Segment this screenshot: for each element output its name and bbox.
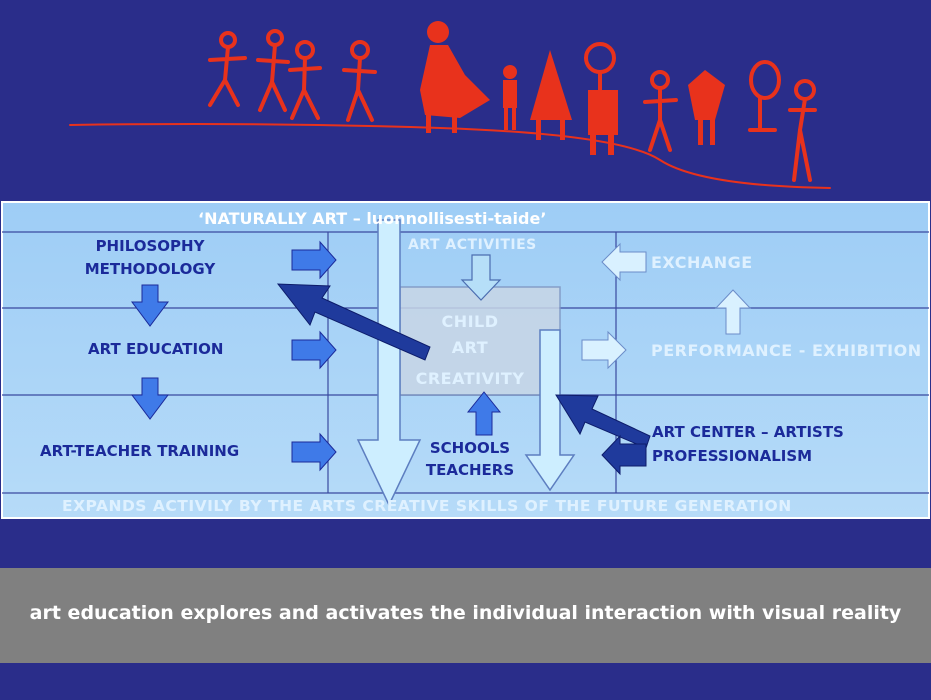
- child-label: CHILD: [441, 312, 499, 331]
- caption-band: [0, 568, 931, 663]
- professionalism-label: PROFESSIONALISM: [652, 447, 813, 465]
- teachers-label: TEACHERS: [425, 461, 515, 479]
- diagram-title: ‘NATURALLY ART – luonnollisesti-taide’: [198, 209, 547, 228]
- art-label: ART: [451, 338, 489, 357]
- art-teacher-training-label: ART-TEACHER TRAINING: [40, 442, 240, 460]
- art-center-artists-label: ART CENTER – ARTISTS: [652, 423, 844, 441]
- art-education-label: ART EDUCATION: [88, 340, 224, 358]
- diagram-footer: EXPANDS ACTIVILY BY THE ARTS CREATIVE SK…: [62, 497, 792, 515]
- caption-text: art education explores and activates the…: [29, 602, 902, 624]
- naturally-art-diagram: [1, 201, 930, 519]
- children-drawing-figures: [69, 21, 831, 189]
- art-activities-label: ART ACTIVITIES: [408, 237, 537, 253]
- philosophy-label: PHILOSOPHY: [95, 237, 205, 255]
- creativity-label: CREATIVITY: [415, 369, 525, 388]
- performance-exhibition-label: PERFORMANCE - EXHIBITION: [651, 341, 922, 360]
- methodology-label: METHODOLOGY: [84, 260, 216, 278]
- schools-label: SCHOOLS: [429, 439, 511, 457]
- exchange-label: EXCHANGE: [651, 253, 753, 272]
